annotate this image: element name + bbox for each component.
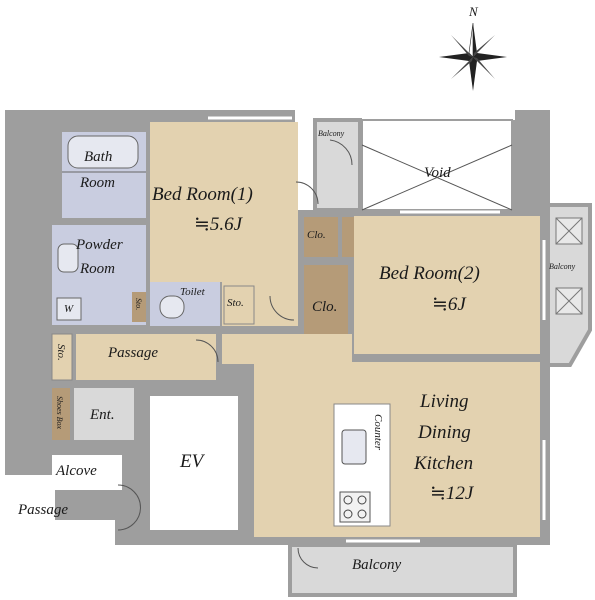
bedroom-1-size: ≒5.6J: [194, 214, 243, 235]
compass-north-label: N: [469, 4, 478, 19]
compass-icon: [439, 22, 507, 91]
balcony-bottom: [288, 543, 517, 597]
ev-label: EV: [180, 451, 204, 472]
alcove-label: Alcove: [56, 463, 97, 479]
bathtub: [67, 135, 139, 169]
sto-left-label: Sto.: [55, 344, 67, 361]
elevator: [150, 396, 238, 530]
balcony-right: [546, 203, 592, 367]
bath-label: Bath: [84, 149, 113, 165]
shoes-box-label: Shoes Box: [55, 396, 64, 430]
bedroom-1-label: Bed Room(1): [152, 184, 253, 205]
sto-left-box: [51, 333, 73, 381]
washbasin: [57, 243, 79, 273]
balcony-bottom-label: Balcony: [352, 557, 402, 573]
counter-label: Counter: [372, 414, 384, 451]
entrance-label: Ent.: [90, 407, 115, 423]
closet-upper: [304, 217, 338, 257]
toilet-bowl: [159, 295, 185, 319]
passage-outside-label: Passage: [18, 502, 68, 518]
powder-room-label: Room: [80, 261, 115, 277]
door-swings: [117, 139, 353, 569]
ldk-dining-label: Dining: [418, 422, 471, 443]
bedroom-1: [150, 122, 298, 282]
sto-right-label: Sto.: [227, 297, 244, 309]
ldk-upper-left: [222, 334, 352, 364]
void-label: Void: [424, 165, 451, 181]
powder-label: Powder: [76, 237, 123, 253]
shoes-box: [52, 388, 70, 440]
balcony-right-label: Balcony: [549, 262, 576, 271]
toilet-label: Toilet: [180, 286, 205, 298]
sto-small-box: [132, 292, 146, 322]
windows: [208, 116, 546, 543]
bedroom-2-label: Bed Room(2): [379, 263, 480, 284]
sto-small-label: Sto.: [134, 298, 143, 311]
passage-label: Passage: [108, 345, 158, 361]
living-dining-kitchen: [254, 362, 540, 537]
sto-right-box: [223, 285, 255, 325]
bath-room-label: Room: [80, 175, 115, 191]
alcove: [52, 455, 122, 490]
balcony-top-label: Balcony: [318, 129, 345, 138]
void-area: [361, 119, 513, 211]
washer-label: W: [64, 303, 74, 315]
entrance: [74, 388, 134, 440]
washer-box: [56, 297, 82, 321]
ldk-size-label: ≒12J: [430, 483, 474, 504]
bedroom-2: [354, 216, 540, 354]
clo-lower-label: Clo.: [312, 299, 338, 315]
clo-upper-label: Clo.: [307, 229, 326, 241]
sink: [341, 429, 367, 465]
void-cross-2: [361, 144, 513, 211]
closet-upper-2: [342, 217, 354, 257]
bedroom-2-size: ≒6J: [432, 294, 466, 315]
stove: [339, 491, 371, 523]
ldk-kitchen-label: Kitchen: [414, 453, 474, 474]
passage: [76, 334, 216, 380]
ldk-living-label: Living: [420, 391, 469, 412]
